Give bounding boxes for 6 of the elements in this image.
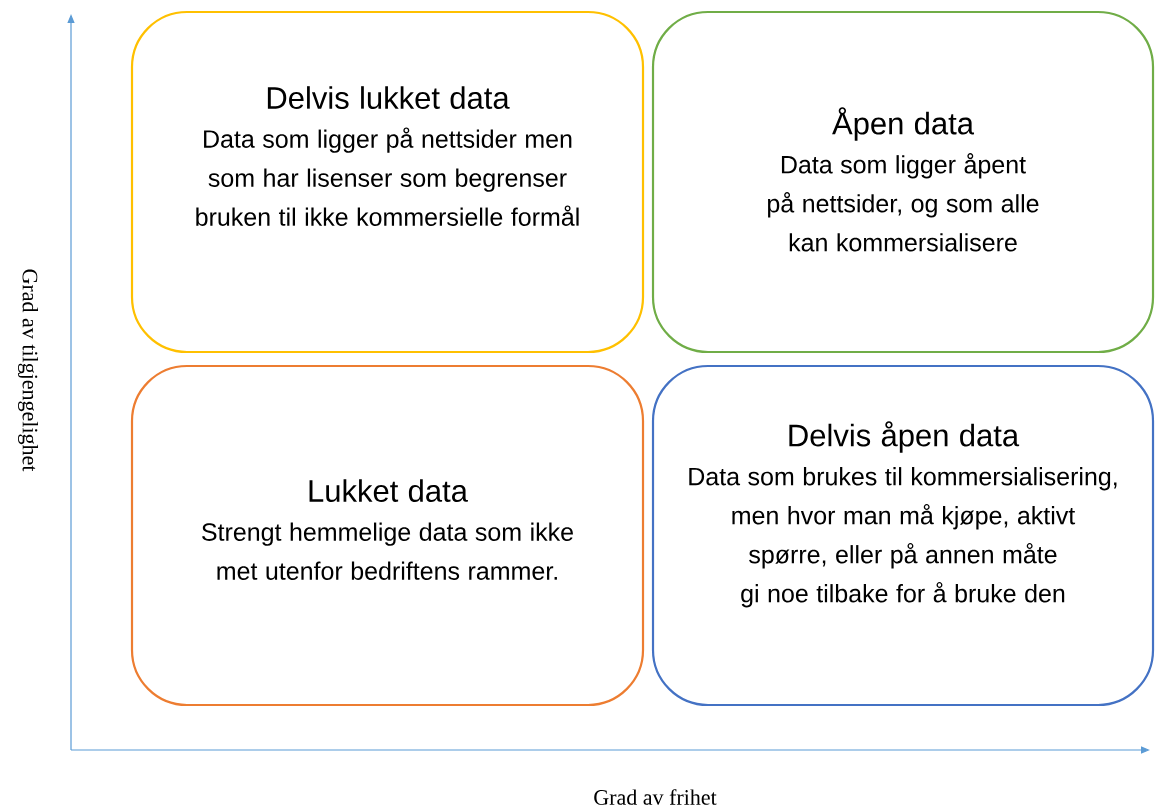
quadrant-box: Åpen data Data som ligger åpent på nettsider, og som alle kan kommersialisere <box>651 10 1155 354</box>
quadrant-box: Delvis lukket data Data som ligger på nettsider men som har lisenser som begrenser bruken til ikke kommersielle formål <box>130 10 645 354</box>
quadrant-box: Lukket data Strengt hemmelige data som ikke met utenfor bedriftens rammer. <box>130 364 645 707</box>
axis-label: Grad av tilgjengelighet <box>18 269 38 472</box>
axis-label: Grad av frihet <box>594 789 717 805</box>
quadrant-box: Delvis åpen data Data som brukes til kommersialisering, men hvor man må kjøpe, aktivt spørre, eller på annen måte gi noe tilbake for å bruke den <box>651 364 1155 707</box>
